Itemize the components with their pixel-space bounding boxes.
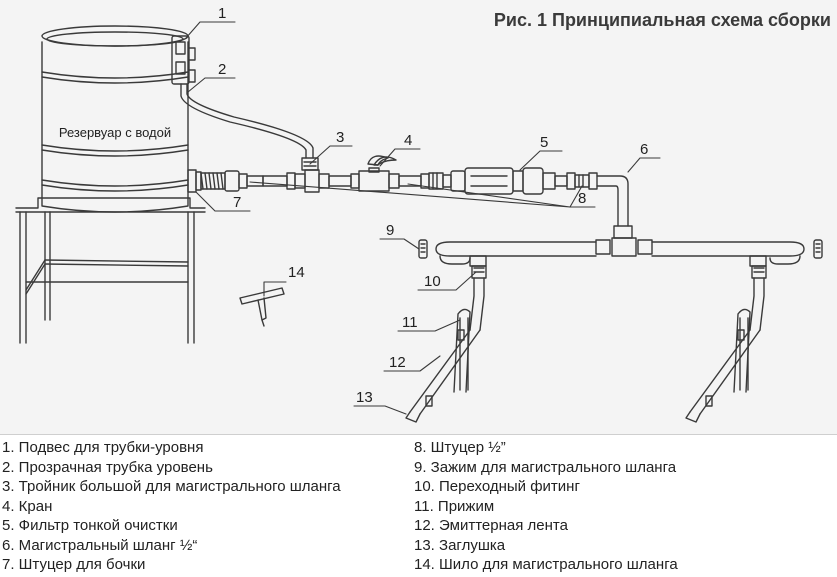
callout-8: 8 — [578, 190, 586, 207]
callout-9: 9 — [386, 222, 394, 239]
emitter-assembly-left — [405, 255, 487, 423]
callout-numbers: 1 2 3 4 5 6 7 8 9 10 11 12 13 14 — [218, 5, 648, 406]
legend-item-9: 9. Зажим для магистрального шланга — [414, 458, 677, 476]
legend-item-12: 12. Эмиттерная лента — [414, 517, 568, 534]
main-line — [224, 155, 629, 227]
legend-item-2: 2. Прозрачная трубка уровень — [2, 458, 213, 476]
callout-3: 3 — [336, 129, 344, 146]
callout-13: 13 — [356, 389, 373, 406]
legend-item-6: 6. Магистральный шланг ½“ — [2, 536, 198, 554]
tank-stand — [15, 197, 206, 344]
callout-10: 10 — [424, 273, 441, 290]
legend-item-11: 11. Прижим — [414, 497, 495, 515]
leader-lines — [185, 21, 661, 415]
legend-item-14: 14. Шило для магистрального шланга — [414, 556, 678, 573]
barrel-fitting — [187, 169, 226, 193]
assembly-diagram: Резервуар с водой — [15, 5, 823, 423]
awl-tool — [239, 287, 285, 327]
level-tube — [180, 83, 314, 159]
callout-6: 6 — [640, 141, 648, 158]
legend-item-10: 10. Переходный фитинг — [414, 478, 580, 495]
callout-2: 2 — [218, 61, 226, 78]
legend-right: 8. Штуцер ½” 9. Зажим для магистрального… — [414, 438, 678, 575]
legend-item-8: 8. Штуцер ½” — [414, 439, 506, 456]
emitter-assembly-right — [685, 255, 767, 423]
legend-item-1: 1. Подвес для трубки-уровня — [2, 439, 204, 456]
legend-item-13: 13. Заглушка — [414, 536, 506, 554]
diagram-area: Резервуар с водой — [0, 0, 837, 435]
legend-item-3: 3. Тройник большой для магистрального шл… — [2, 478, 341, 495]
legend-item-5: 5. Фильтр тонкой очистки — [2, 517, 178, 534]
callout-14: 14 — [288, 264, 305, 281]
callout-12: 12 — [389, 354, 406, 371]
callout-5: 5 — [540, 134, 548, 151]
tank-label: Резервуар с водой — [59, 125, 171, 140]
legend-item-7: 7. Штуцер для бочки — [2, 556, 146, 573]
callout-11: 11 — [402, 314, 418, 331]
level-tube-hanger — [171, 35, 196, 85]
callout-4: 4 — [404, 132, 412, 149]
water-tank — [41, 25, 189, 213]
legend-left: 1. Подвес для трубки-уровня 2. Прозрачна… — [2, 438, 341, 575]
lateral-pipe — [418, 225, 823, 265]
figure-title: Рис. 1 Принципиальная схема сборки — [493, 10, 831, 30]
legend-item-4: 4. Кран — [2, 497, 53, 515]
callout-7: 7 — [233, 194, 241, 211]
callout-1: 1 — [218, 5, 226, 22]
